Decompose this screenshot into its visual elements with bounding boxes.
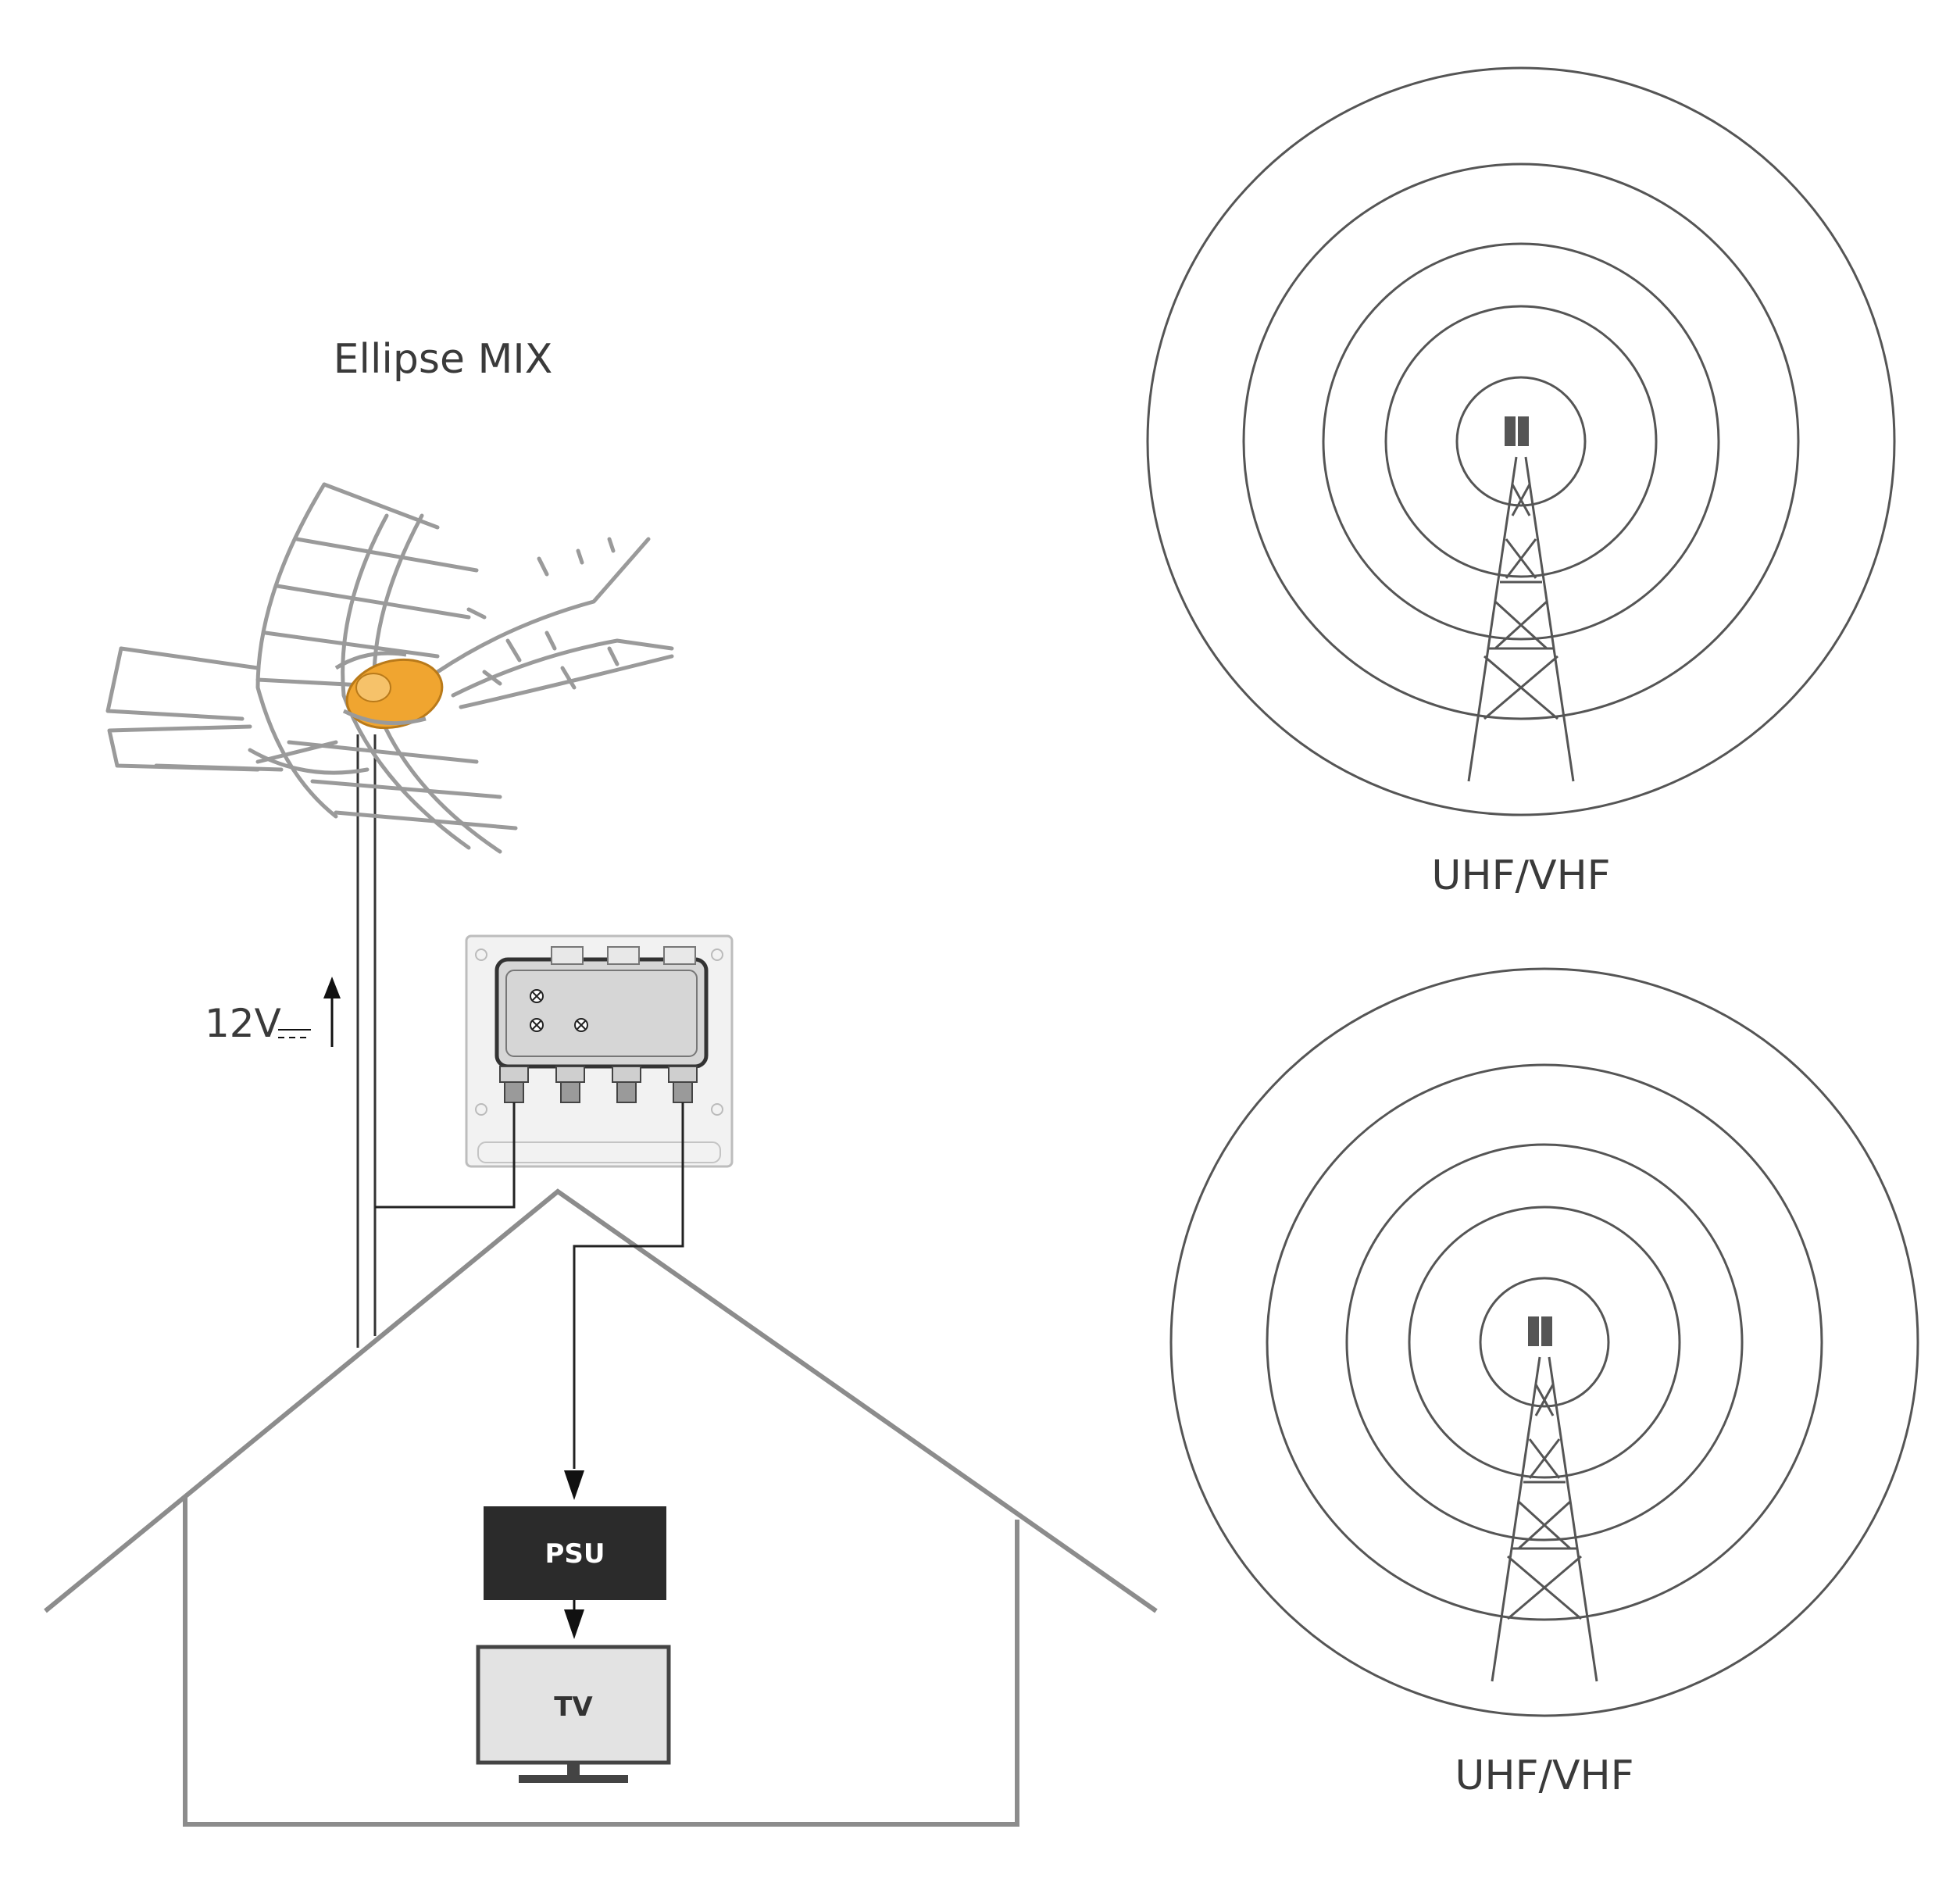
arrow-to-psu bbox=[564, 1470, 584, 1500]
transmitter-bottom-label: UHF/VHF bbox=[1455, 1752, 1633, 1799]
signal-waves-top bbox=[1146, 66, 1896, 816]
transmitter-top-label: UHF/VHF bbox=[1431, 852, 1610, 899]
tv-label: TV bbox=[554, 1691, 593, 1723]
house-outline bbox=[44, 1188, 1158, 1827]
radio-tower-icon bbox=[1491, 1316, 1598, 1682]
transmitter-top: UHF/VHF bbox=[1146, 66, 1896, 899]
television-icon: TV bbox=[476, 1645, 671, 1783]
transmitter-bottom: UHF/VHF bbox=[1169, 967, 1919, 1799]
psu-label: PSU bbox=[544, 1538, 605, 1570]
arrow-to-tv bbox=[564, 1609, 584, 1639]
house-walls bbox=[183, 1496, 1019, 1827]
antenna-feed-housing bbox=[334, 651, 444, 730]
signal-waves-bottom bbox=[1169, 967, 1919, 1717]
psu-box: PSU bbox=[484, 1506, 666, 1600]
coax-cables bbox=[375, 1102, 684, 1469]
antenna-name-label: Ellipse MIX bbox=[334, 336, 553, 383]
antenna-mast bbox=[356, 734, 377, 1348]
voltage-indicator: 12V bbox=[205, 977, 341, 1047]
tv-antenna-icon bbox=[105, 482, 674, 854]
mast-amplifier-icon bbox=[465, 934, 734, 1168]
voltage-label: 12V bbox=[205, 1001, 281, 1046]
amplifier-screws bbox=[530, 989, 588, 1032]
radio-tower-icon bbox=[1467, 416, 1575, 782]
roof bbox=[44, 1188, 1158, 1613]
